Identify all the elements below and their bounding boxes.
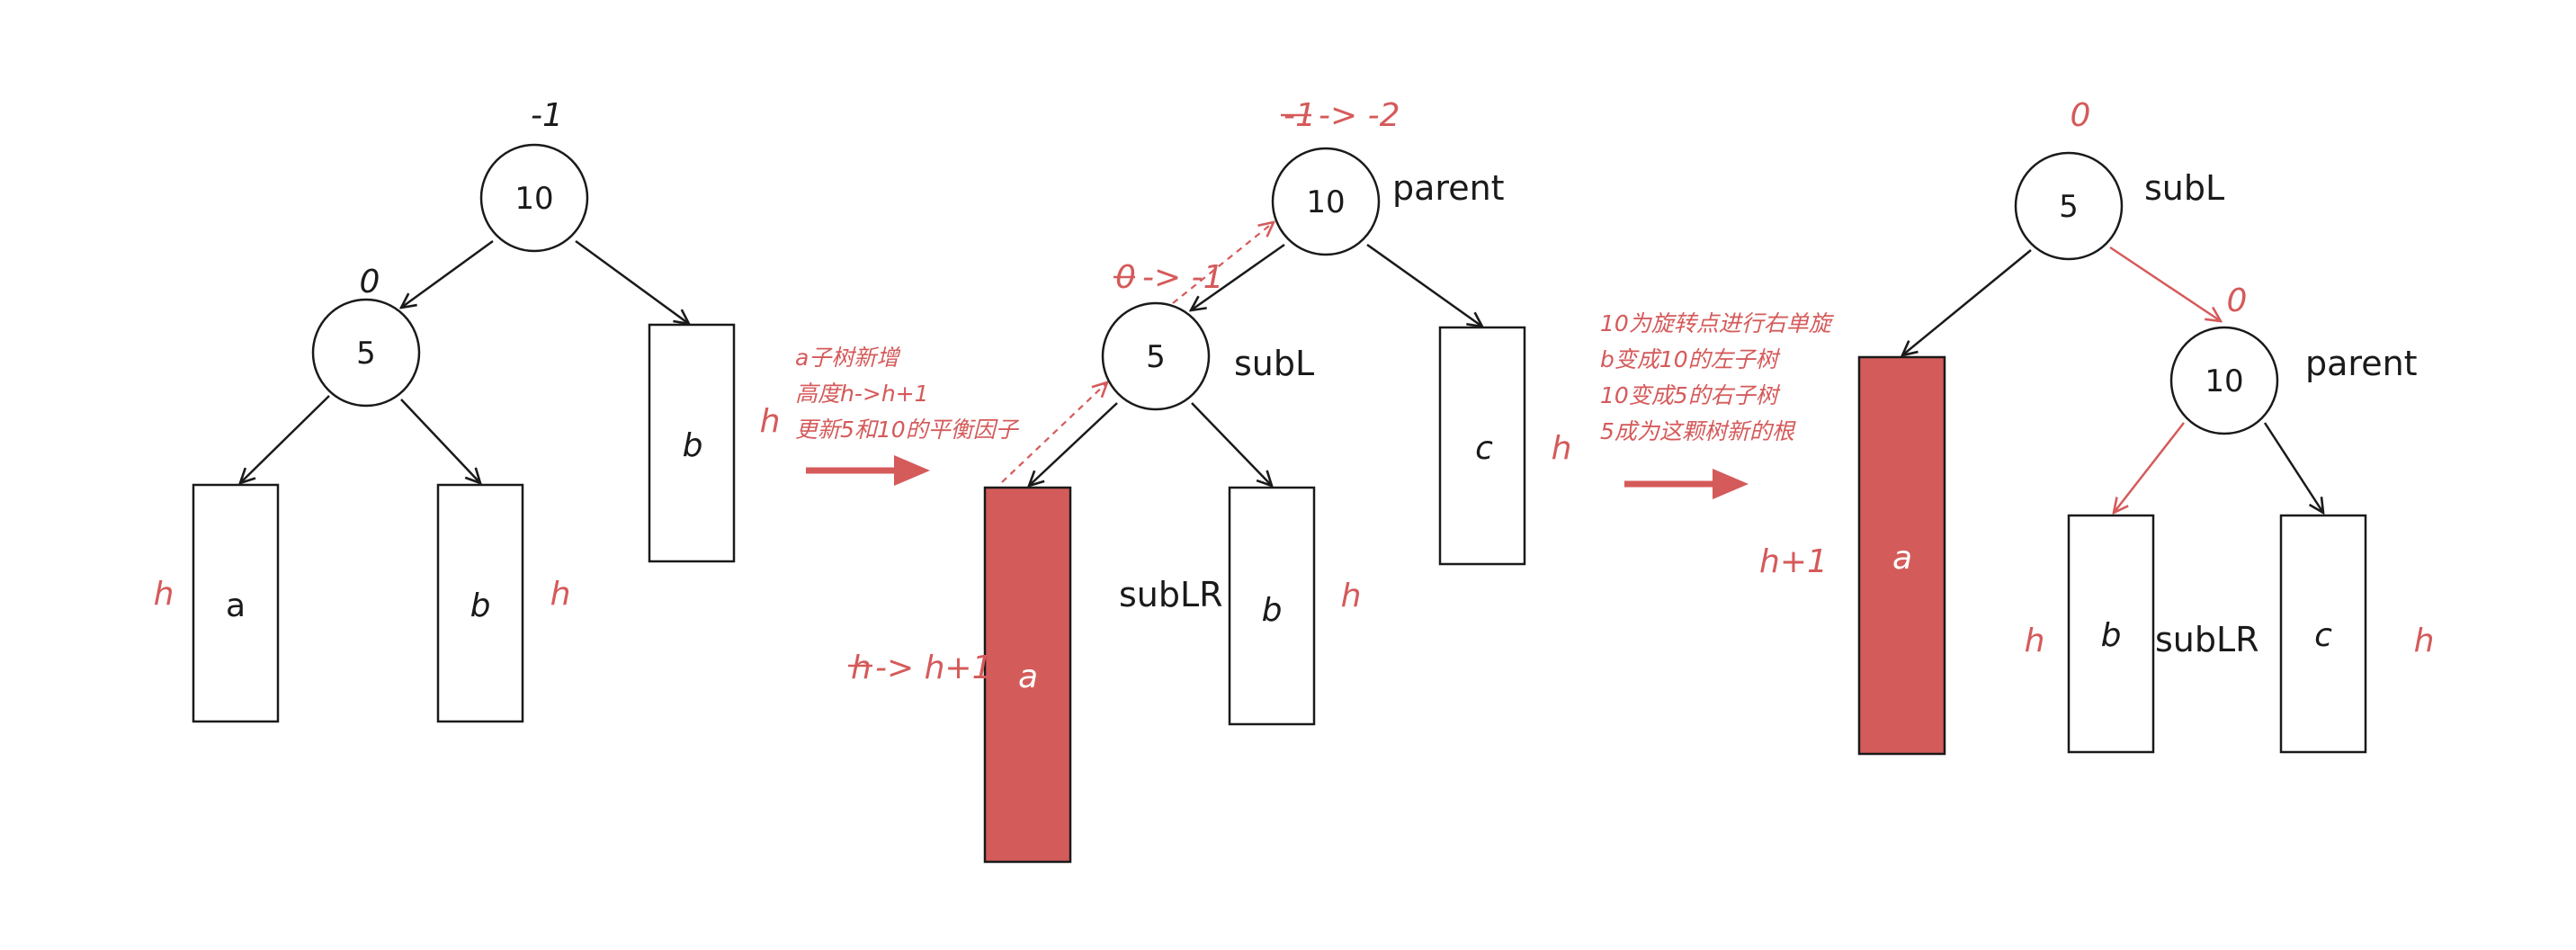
subtree-b-under-10-label: b [683, 427, 703, 464]
note1-line-3: 更新5和10的平衡因子 [795, 417, 1020, 443]
edge-10-to-b [575, 239, 689, 324]
subtree-b-under-10 [648, 323, 736, 563]
subtree-c-step3-label: c [2314, 617, 2332, 654]
subtree-a-height: h [154, 576, 174, 613]
node-right-10-label: 10 [2205, 363, 2243, 399]
subtree-b-step3-label: b [2101, 617, 2122, 654]
parent-balance-factor: -1 -> -2 [1281, 97, 1400, 134]
subtree-a-height-new: -> h+1 [875, 650, 992, 686]
node-5-label: 5 [356, 336, 376, 372]
subtree-a-label: a [226, 587, 246, 624]
transition-arrow-2 [1624, 469, 1749, 499]
subl-balance-factor: 0 -> -1 [1114, 259, 1224, 296]
node-parent-10-label: 10 [1306, 184, 1345, 220]
edge-5-to-b [400, 399, 480, 483]
subtree-b-step2 [1228, 486, 1316, 726]
subtree-b-step3-height: h [2025, 623, 2045, 659]
edge-10-to-b-step3 [2114, 422, 2185, 513]
note1-line-1: a子树新增 [795, 345, 901, 371]
node-right-10 [2169, 326, 2279, 435]
transition-note-2: 10为旋转点进行右单旋 b变成10的左子树 10变成5的右子树 5成为这颗树新的… [1600, 310, 1835, 444]
node-subl-5 [1101, 301, 1211, 411]
subl-label: subL [1234, 344, 1314, 383]
edge-5-to-10-step3 [2109, 246, 2221, 321]
sublr-label-step3: subLR [2155, 620, 2259, 659]
node-subl-5-label: 5 [1146, 339, 1166, 375]
subtree-c-step3 [2279, 514, 2367, 754]
subl-label-step3: subL [2144, 168, 2224, 208]
subtree-b-under-5-height: h [550, 576, 571, 613]
edge-parent-to-subl [1191, 243, 1285, 310]
note2-line-1: 10为旋转点进行右单旋 [1600, 310, 1835, 336]
step2-tree: 10 parent -1 -> -2 5 subL 0 -> -1 a h ->… [848, 97, 1572, 864]
subtree-b-step2-height: h [1341, 578, 1362, 614]
subtree-b-under-5 [436, 483, 524, 723]
subtree-a-height-old: h [851, 650, 872, 686]
subtree-a-step3-label: a [1892, 540, 1912, 577]
node-root-5 [2014, 151, 2124, 261]
subtree-a-step3 [1857, 355, 1946, 756]
node-10-balance-factor: -1 [531, 97, 563, 134]
subtree-a-step3-height: h+1 [1759, 543, 1828, 580]
edge-parent-to-c [1366, 243, 1482, 327]
subtree-a [192, 483, 280, 723]
node-10 [479, 143, 589, 253]
edge-10-to-c-step3 [2263, 422, 2323, 513]
subtree-b-step3 [2067, 514, 2155, 754]
transition-note-1: a子树新增 高度h->h+1 更新5和10的平衡因子 [795, 345, 1020, 443]
subtree-b-under-10-height: h [760, 403, 781, 440]
step1-tree: 10 -1 5 0 a h b h b h [154, 97, 781, 723]
subtree-a-grown [983, 486, 1072, 864]
subtree-a-height-change: h -> h+1 [848, 650, 992, 686]
note2-line-3: 10变成5的右子树 [1600, 382, 1781, 408]
subtree-c-step2-height: h [1552, 430, 1572, 467]
note2-line-2: b变成10的左子树 [1600, 346, 1781, 372]
transition-arrow-1 [806, 455, 930, 486]
subtree-b-under-5-label: b [470, 587, 491, 624]
step3-tree: 5 subL 0 10 parent 0 a h+1 b subLR h c h [1759, 97, 2435, 756]
sublr-label-step2: subLR [1119, 575, 1223, 614]
edge-5-to-a [240, 395, 330, 483]
node-5-balance-factor: 0 [360, 264, 380, 300]
note2-line-4: 5成为这颗树新的根 [1600, 418, 1796, 444]
note1-line-2: 高度h->h+1 [795, 381, 929, 407]
update-path-subl-to-parent [1172, 222, 1274, 304]
update-path-a-to-subl [1001, 382, 1107, 483]
edge-10-to-5 [401, 239, 494, 308]
subtree-c-step3-height: h [2414, 623, 2435, 659]
subl-bf-new: -> -1 [1142, 259, 1224, 296]
node-5 [311, 298, 421, 408]
subtree-c-step2-label: c [1475, 430, 1493, 467]
edge-subl-to-b [1191, 402, 1272, 486]
node-10-label: 10 [514, 181, 553, 217]
parent-label: parent [1392, 168, 1505, 208]
parent-bf-new: -> -2 [1319, 97, 1400, 134]
subtree-c-step2 [1438, 326, 1526, 566]
subtree-a-grown-label: a [1018, 659, 1038, 695]
edge-5-to-a-step3 [1902, 249, 2032, 355]
node-parent-10 [1271, 147, 1381, 256]
node-root-5-balance-factor: 0 [2071, 97, 2091, 134]
node-root-5-label: 5 [2059, 189, 2079, 225]
subtree-b-step2-label: b [1262, 592, 1283, 629]
parent-label-step3: parent [2305, 344, 2418, 383]
node-right-10-balance-factor: 0 [2227, 282, 2248, 319]
edge-subl-to-a [1029, 402, 1118, 486]
